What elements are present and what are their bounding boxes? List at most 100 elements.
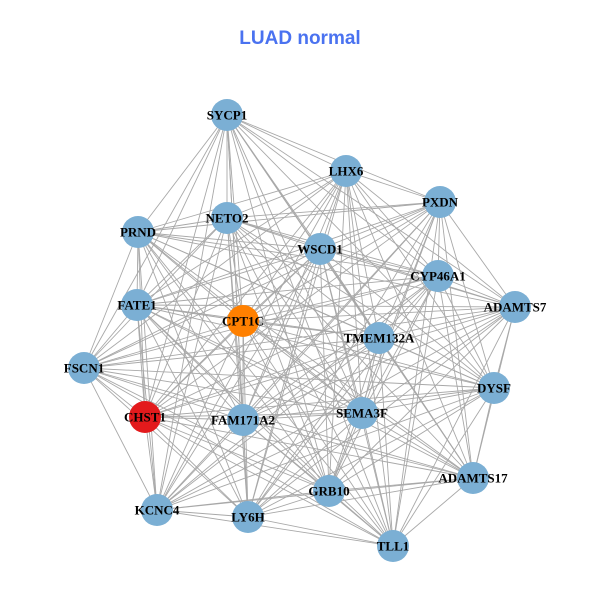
- edge: [345, 170, 380, 339]
- chart-title: LUAD normal: [239, 28, 361, 49]
- edge: [83, 201, 441, 369]
- edge: [247, 477, 474, 518]
- node-label: ADAMTS17: [438, 471, 508, 486]
- edge: [137, 231, 321, 250]
- edge: [439, 201, 495, 389]
- edge: [439, 201, 516, 308]
- edge: [226, 217, 380, 339]
- edge: [156, 170, 347, 511]
- edge: [247, 516, 394, 547]
- node-pxdn: [424, 186, 456, 218]
- edge: [319, 248, 439, 277]
- node-label: TMEM132A: [344, 331, 415, 346]
- edge: [156, 509, 394, 547]
- edge: [319, 248, 495, 389]
- edge: [226, 114, 394, 547]
- edge: [378, 306, 516, 339]
- edge: [136, 201, 441, 306]
- edge: [136, 304, 330, 492]
- node-label: LY6H: [231, 510, 264, 525]
- edge: [156, 320, 244, 511]
- edge: [226, 114, 330, 492]
- edge: [83, 231, 139, 369]
- node-label: NETO2: [205, 211, 248, 226]
- edge: [137, 231, 249, 518]
- edge: [144, 306, 516, 418]
- edge: [361, 412, 394, 547]
- edge: [144, 387, 495, 418]
- edge: [345, 170, 439, 277]
- edge: [392, 477, 474, 547]
- edge: [137, 231, 516, 308]
- edge: [144, 416, 474, 479]
- edge: [137, 114, 228, 233]
- edge: [242, 419, 474, 479]
- node-label: WSCD1: [297, 242, 343, 257]
- node-prnd: [122, 216, 154, 248]
- nodes: SYCP1LHX6PXDNNETO2PRNDWSCD1CYP46A1ADAMTS…: [64, 99, 547, 562]
- edge: [242, 412, 363, 421]
- node-label: SEMA3F: [336, 406, 388, 421]
- node-cyp46a1: [422, 260, 454, 292]
- edge: [156, 201, 441, 511]
- node-grb10: [313, 475, 345, 507]
- edge: [136, 217, 228, 306]
- edge: [345, 170, 516, 308]
- node-kcnc4: [141, 494, 173, 526]
- edge: [226, 114, 441, 203]
- edge: [83, 337, 380, 369]
- node-adamts17: [457, 462, 489, 494]
- edge: [83, 367, 394, 547]
- node-sycp1: [211, 99, 243, 131]
- node-label: FATE1: [117, 298, 156, 313]
- node-sema3f: [346, 397, 378, 429]
- node-cpt1c: [227, 305, 259, 337]
- edge: [136, 114, 228, 306]
- edge: [144, 416, 394, 547]
- edge: [226, 114, 347, 172]
- edge: [137, 231, 244, 322]
- edge: [392, 201, 441, 547]
- edge: [378, 201, 441, 339]
- node-dysf: [478, 372, 510, 404]
- node-label: ADAMTS7: [484, 300, 547, 315]
- node-label: CPT1C: [222, 314, 264, 329]
- edge: [226, 217, 394, 547]
- edge: [136, 304, 363, 414]
- edge: [437, 275, 495, 389]
- edge: [242, 248, 321, 421]
- edge: [136, 304, 249, 518]
- edge: [378, 337, 474, 479]
- node-label: CYP46A1: [410, 269, 466, 284]
- node-fate1: [121, 289, 153, 321]
- edge: [247, 337, 380, 518]
- edge: [392, 275, 439, 547]
- edge: [136, 275, 439, 306]
- node-lhx6: [330, 155, 362, 187]
- edge: [226, 114, 516, 308]
- edge: [156, 490, 330, 511]
- node-neto2: [211, 202, 243, 234]
- edge: [136, 170, 347, 306]
- node-adamts7: [499, 291, 531, 323]
- node-label: CHST1: [124, 410, 166, 425]
- edge: [137, 231, 474, 479]
- edge: [83, 306, 516, 369]
- node-label: FSCN1: [64, 361, 104, 376]
- edge: [361, 201, 441, 414]
- edge: [83, 248, 321, 369]
- edge: [83, 367, 495, 389]
- edge: [319, 248, 394, 547]
- edge: [137, 231, 394, 547]
- node-label: PRND: [120, 225, 156, 240]
- node-label: FAM171A2: [211, 413, 275, 428]
- edge: [345, 170, 474, 479]
- edge: [242, 275, 439, 322]
- edges: [83, 114, 516, 547]
- node-label: DYSF: [477, 381, 511, 396]
- edge: [242, 306, 516, 322]
- edge: [247, 275, 439, 518]
- edge: [226, 217, 330, 492]
- edge: [137, 231, 439, 277]
